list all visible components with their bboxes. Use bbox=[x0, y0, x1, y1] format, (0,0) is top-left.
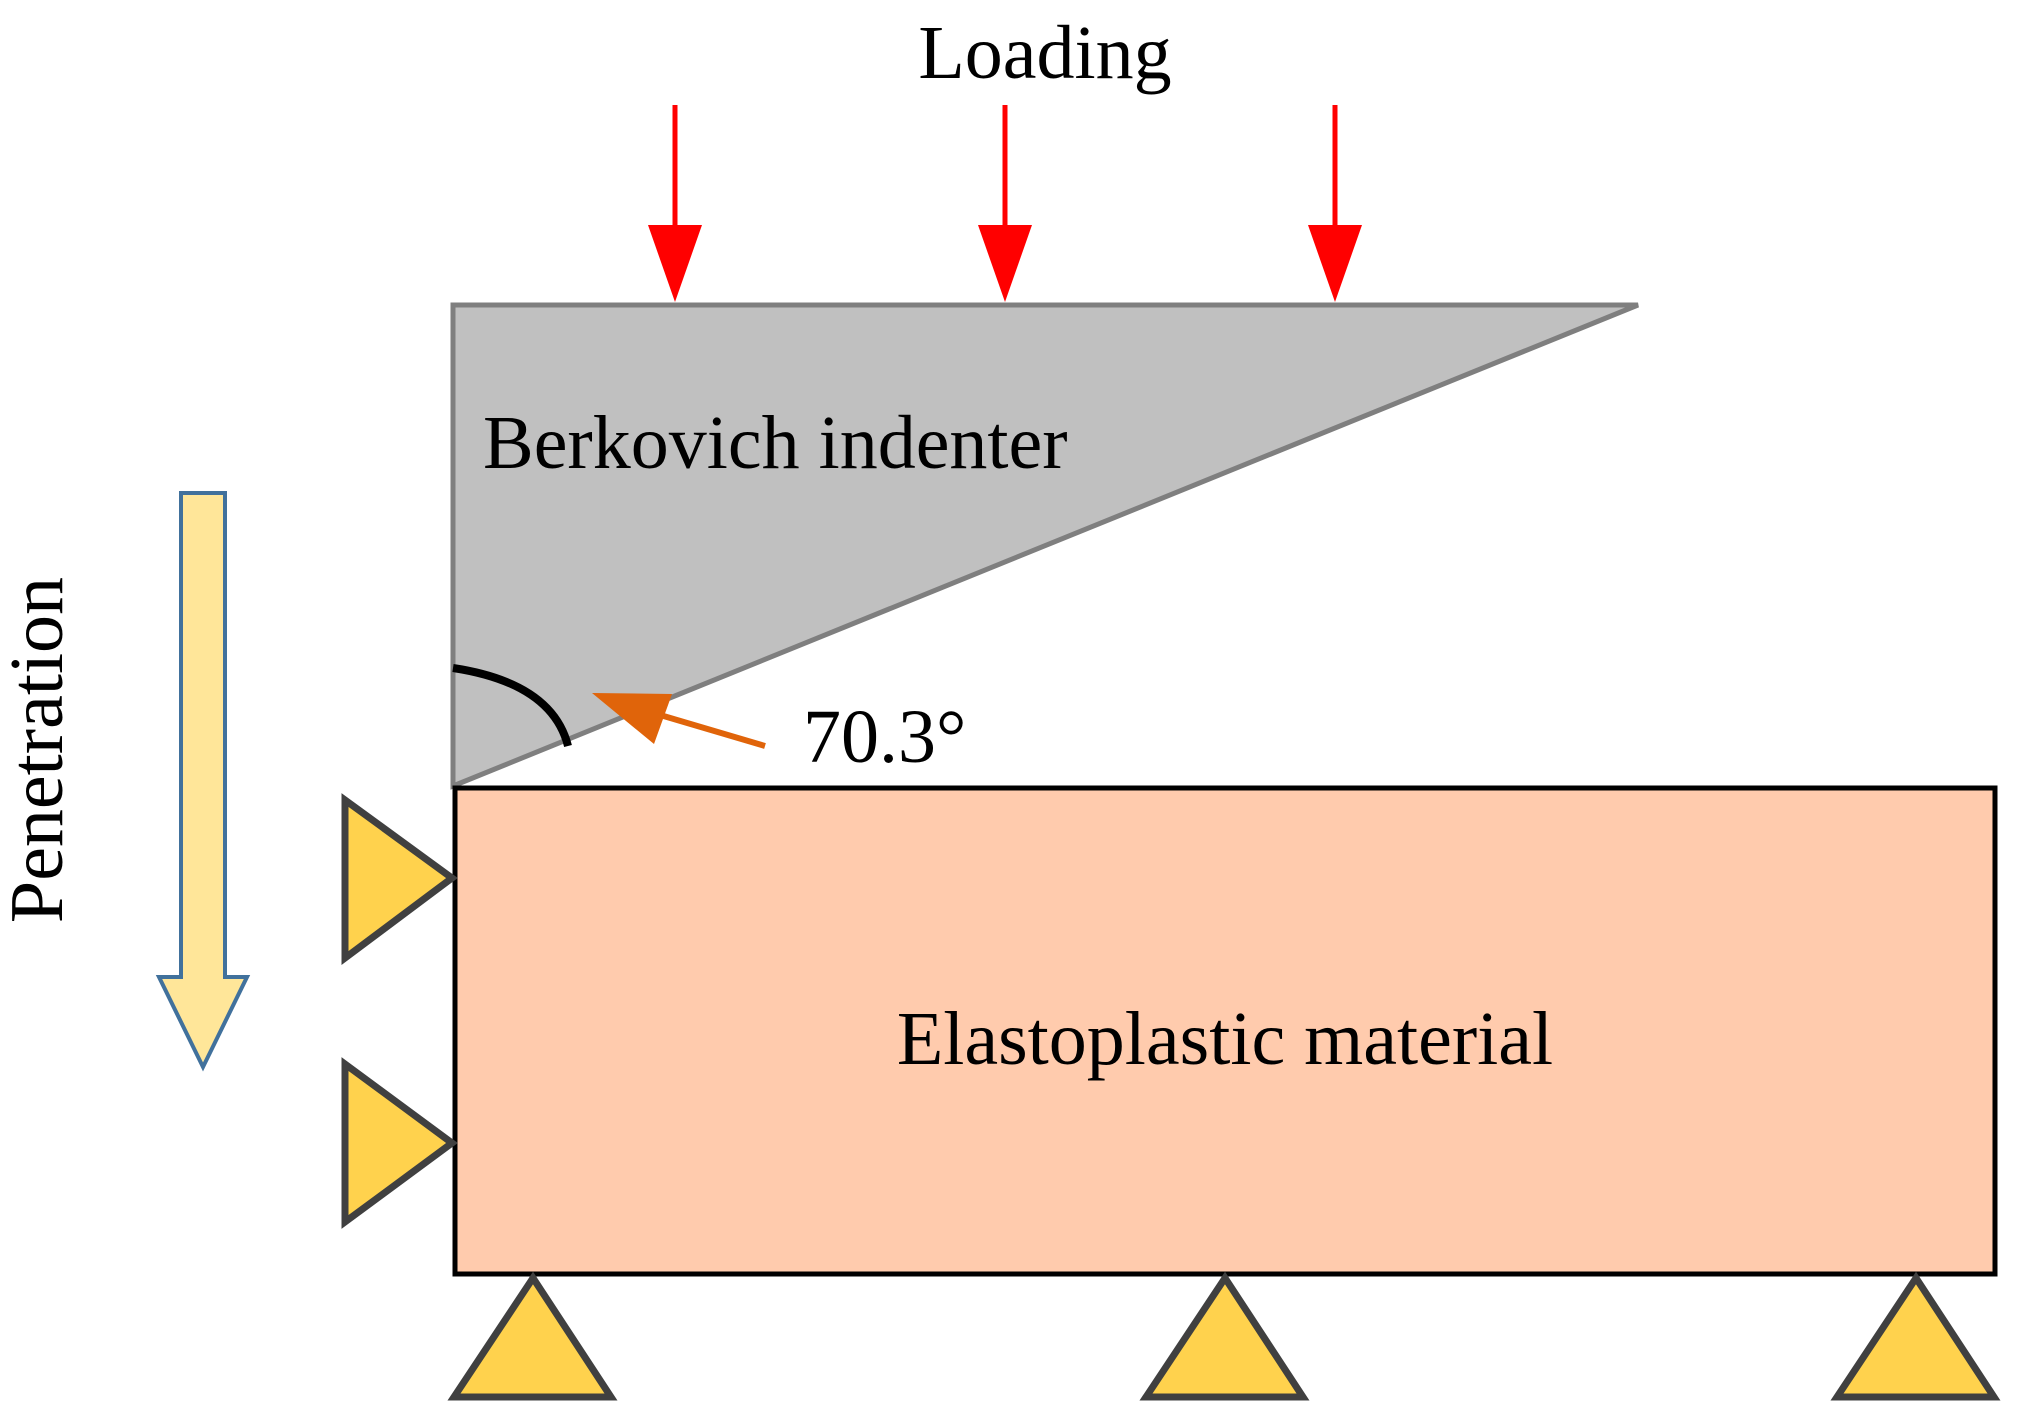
bottom-support-right bbox=[1830, 1271, 2001, 1401]
loading-label: Loading bbox=[918, 11, 1171, 95]
indenter-label: Berkovich indenter bbox=[483, 401, 1068, 485]
left-support-lower bbox=[341, 1057, 458, 1229]
angle-arrow bbox=[592, 693, 766, 749]
bottom-support-left bbox=[447, 1271, 618, 1401]
load-arrow-3 bbox=[1308, 105, 1362, 302]
bottom-supports bbox=[447, 1271, 2001, 1401]
elastoplastic-material bbox=[452, 785, 1998, 1277]
angle-value-label: 70.3° bbox=[803, 695, 966, 779]
angle-arc bbox=[452, 664, 572, 748]
penetration-label: Penetration bbox=[0, 577, 79, 923]
berkovich-indenter bbox=[450, 302, 1639, 790]
penetration-arrow bbox=[155, 491, 251, 1072]
loading-arrows bbox=[648, 105, 1362, 302]
material-label: Elastoplastic material bbox=[897, 997, 1553, 1081]
left-support-upper bbox=[341, 793, 458, 965]
left-supports bbox=[341, 793, 458, 1229]
load-arrow-2 bbox=[978, 105, 1032, 302]
bottom-support-middle bbox=[1139, 1271, 1310, 1401]
load-arrow-1 bbox=[648, 105, 702, 302]
